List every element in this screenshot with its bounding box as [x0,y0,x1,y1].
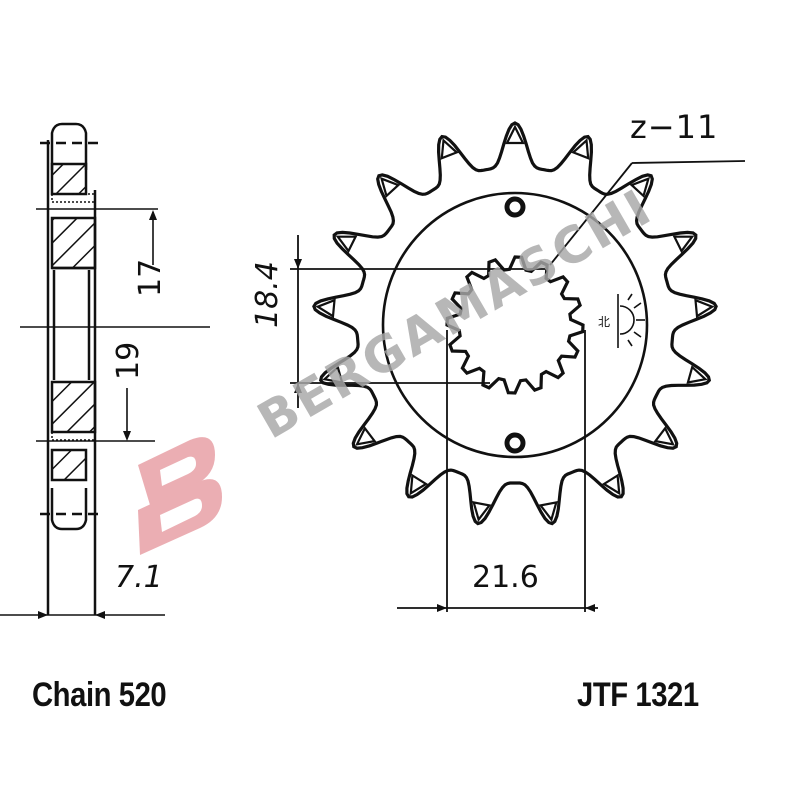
svg-text:北: 北 [598,315,610,329]
teeth-count-label: z−11 [630,108,719,146]
mounting-hole-bottom-icon [504,432,526,454]
watermark-logo-icon [138,437,222,555]
dimension-bore-lower: 17 [133,258,168,297]
dimension-spline-width: 18.4 [250,261,285,328]
sprocket-outline [312,121,718,526]
dimension-thickness: 7.1 [115,560,163,595]
chain-size-label: Chain 520 [32,676,167,714]
dimension-spline-outer: 21.6 [472,560,539,595]
sprocket-front-view: 北 [290,121,746,612]
side-profile-view [0,122,210,619]
sun-symbol-icon: 北 [598,293,645,348]
spline-hub-outline [445,255,585,395]
mounting-hole-top-icon [504,196,526,218]
dimension-bore-upper: 19 [111,341,146,380]
tooth-tip-markers [315,124,715,523]
part-number-label: JTF 1321 [577,676,699,714]
